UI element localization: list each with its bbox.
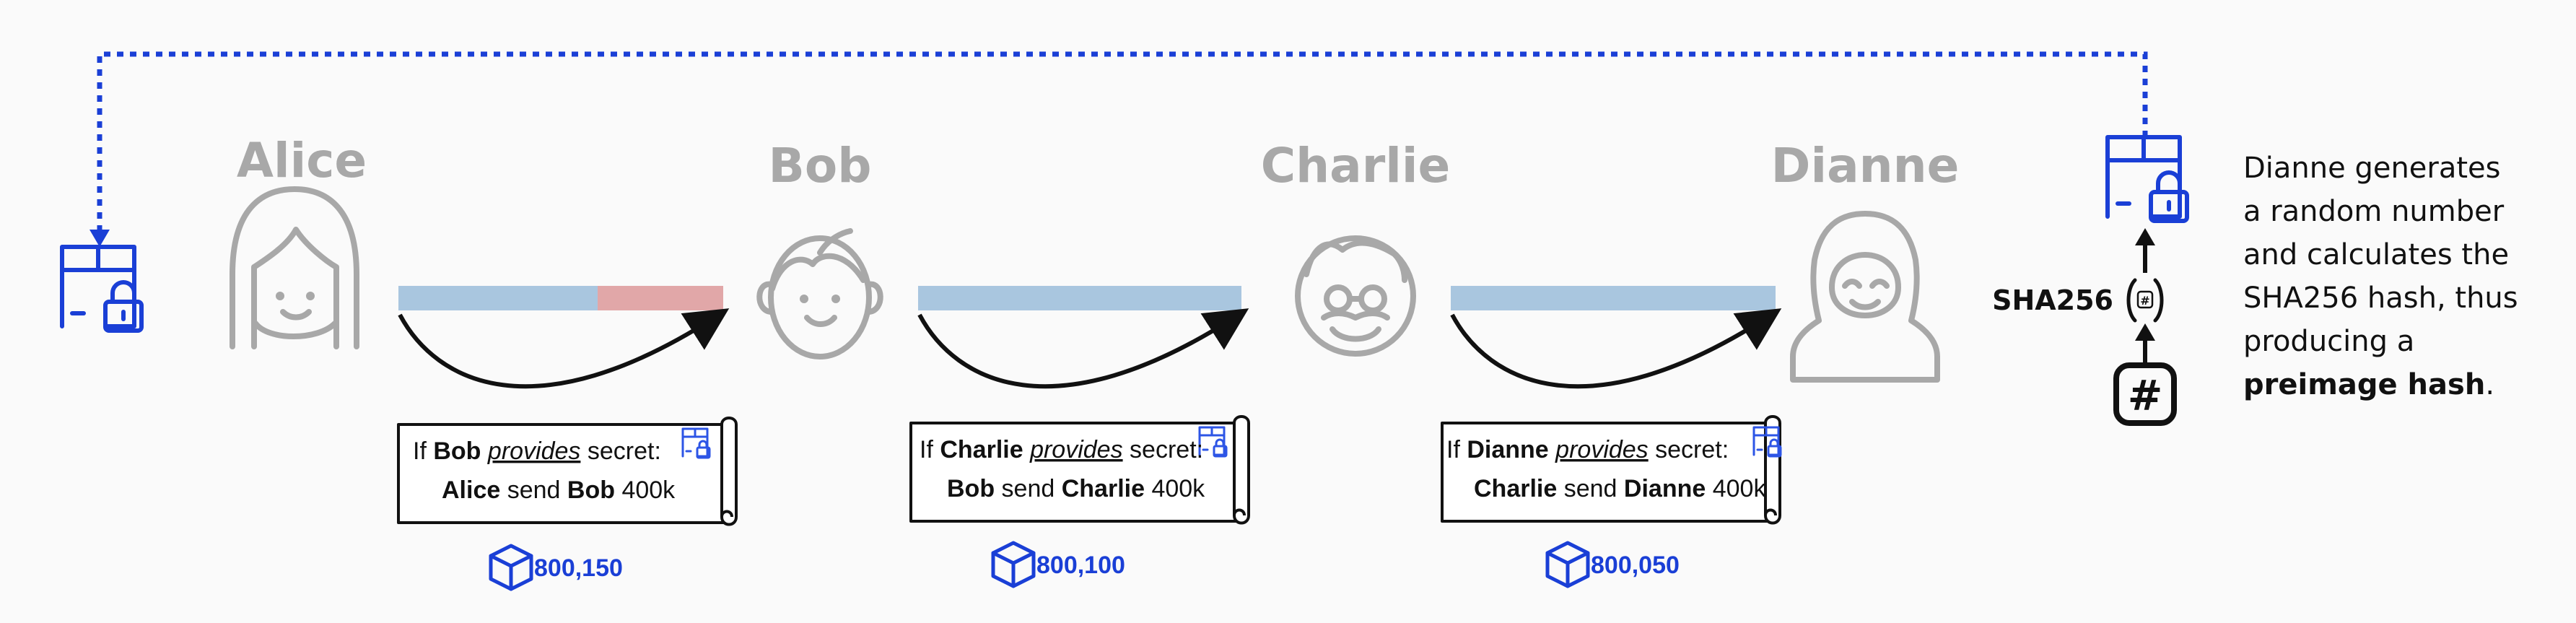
svg-text:If Bob provides secret:: If Bob provides secret: xyxy=(413,437,661,465)
svg-text:800,150: 800,150 xyxy=(534,554,623,582)
svg-text:Dianne generates: Dianne generates xyxy=(2243,152,2501,185)
channel-balance-remote xyxy=(598,286,723,310)
person-dianne-icon xyxy=(1790,211,1940,383)
payment-arrow xyxy=(1450,308,1782,389)
contract-scroll-charlie-dianne: If Dianne provides secret: Charlie send … xyxy=(1441,415,1782,525)
svg-text:If Charlie provides secret:: If Charlie provides secret: xyxy=(920,436,1203,463)
person-name-alice: Alice xyxy=(237,133,367,188)
payment-arrow xyxy=(917,308,1249,389)
description-text: Dianne generates a random number and cal… xyxy=(2243,152,2518,401)
svg-text:800,050: 800,050 xyxy=(1591,552,1680,579)
channel-alice-bob xyxy=(398,286,730,389)
sha256-function-icon: # xyxy=(2126,278,2164,323)
svg-text:SHA256 hash, thus: SHA256 hash, thus xyxy=(2243,282,2518,315)
contract-scroll-alice-bob: If Bob provides secret: Alice send Bob 4… xyxy=(397,417,738,526)
dianne-lock-icon xyxy=(2108,137,2187,221)
channel-bob-charlie xyxy=(917,286,1249,389)
channel-balance-local xyxy=(1451,286,1776,310)
person-charlie-icon xyxy=(1295,235,1416,357)
svg-text:and calculates the: and calculates the xyxy=(2243,238,2509,271)
svg-text:Bob send Charlie 400k: Bob send Charlie 400k xyxy=(947,475,1205,502)
person-name-bob: Bob xyxy=(769,138,872,193)
contract-scroll-icon xyxy=(1441,415,1781,525)
channel-balance-local xyxy=(918,286,1241,310)
sha256-label: SHA256 xyxy=(1992,284,2113,316)
svg-text:#: # xyxy=(2128,371,2163,420)
block-height-charlie-dianne: 800,050 xyxy=(1547,543,1680,586)
person-bob-icon xyxy=(756,228,883,360)
block-height-alice-bob: 800,150 xyxy=(491,546,623,589)
svg-text:a random number: a random number xyxy=(2243,195,2505,228)
svg-text:producing a: producing a xyxy=(2243,325,2414,358)
channel-charlie-dianne xyxy=(1450,286,1782,389)
hash-flow: # SHA256 # xyxy=(1992,228,2177,426)
block-icon xyxy=(1547,543,1588,586)
person-alice-icon xyxy=(230,186,359,349)
person-name-dianne: Dianne xyxy=(1771,138,1960,193)
alice-lock-icon xyxy=(62,247,141,331)
hash-icon: # xyxy=(2113,362,2177,426)
secret-return-path xyxy=(89,51,2148,247)
svg-text:800,100: 800,100 xyxy=(1036,552,1125,579)
svg-text:Charlie send Dianne 400k: Charlie send Dianne 400k xyxy=(1474,475,1766,502)
channel-balance-local xyxy=(398,286,598,310)
contract-scroll-bob-charlie: If Charlie provides secret: Bob send Cha… xyxy=(909,415,1250,525)
block-icon xyxy=(491,546,531,589)
svg-text:If Dianne provides secret:: If Dianne provides secret: xyxy=(1446,436,1729,463)
contract-scroll-icon xyxy=(397,417,738,526)
block-icon xyxy=(993,543,1034,586)
contract-scroll-icon xyxy=(909,415,1250,525)
svg-text:#: # xyxy=(2140,294,2149,308)
block-height-bob-charlie: 800,100 xyxy=(993,543,1125,586)
person-name-charlie: Charlie xyxy=(1261,138,1451,193)
payment-arrow xyxy=(398,308,730,389)
svg-text:Alice send Bob 400k: Alice send Bob 400k xyxy=(442,476,676,504)
svg-text:preimage hash.: preimage hash. xyxy=(2243,368,2494,401)
